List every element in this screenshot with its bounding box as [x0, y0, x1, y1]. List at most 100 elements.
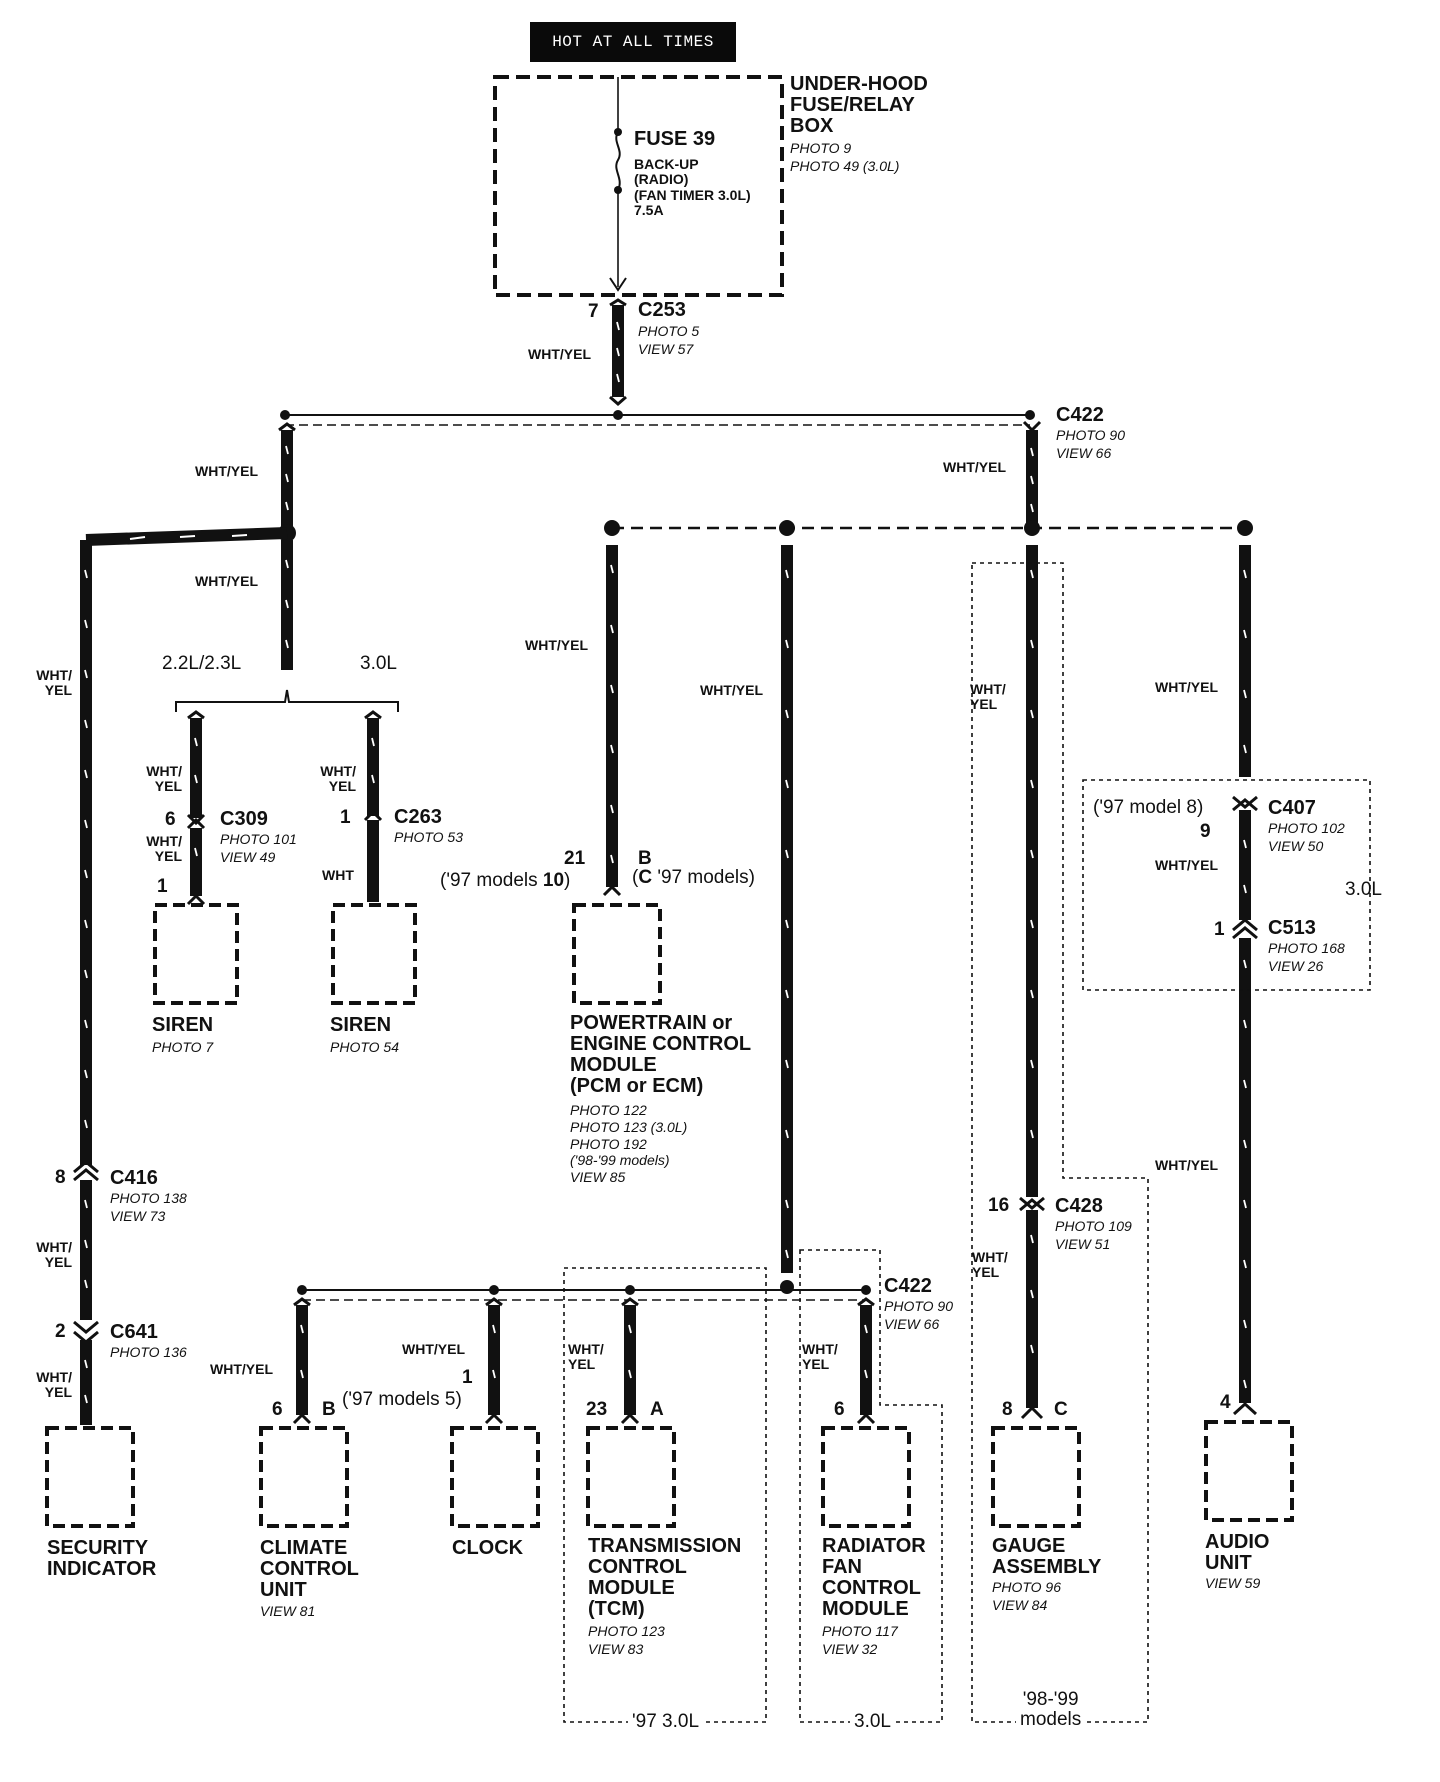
- c309-pin-in: 6: [165, 809, 176, 830]
- siren-1-photo: PHOTO 7: [152, 1039, 214, 1055]
- wire-color-label: WHT/YEL: [36, 1239, 72, 1270]
- wire-color-label: WHT/YEL: [146, 763, 182, 794]
- wire-color-label: WHT/YEL: [210, 1361, 273, 1377]
- tcm-view: VIEW 83: [588, 1641, 644, 1657]
- gauge-pin-letter: C: [1054, 1399, 1068, 1420]
- fuse-box-photo-2: PHOTO 49 (3.0L): [790, 158, 900, 174]
- c428-pin: 16: [988, 1195, 1010, 1216]
- c407-label: C407: [1268, 797, 1316, 819]
- c253-photo: PHOTO 5: [638, 323, 700, 339]
- wire-color-label: WHT/YEL: [972, 1249, 1008, 1280]
- audio-unit-box: [1204, 1420, 1294, 1522]
- wire-color-label: WHT/YEL: [700, 682, 763, 698]
- wire-color-label: WHT/YEL: [1155, 1157, 1218, 1173]
- wire-color-label: WHT/YEL: [146, 833, 182, 864]
- gauge-assembly-box: [991, 1426, 1081, 1528]
- c422-top-view: VIEW 66: [1056, 445, 1112, 461]
- c641-pin: 2: [55, 1321, 66, 1342]
- pcm-box: [572, 903, 662, 1005]
- clock-label: CLOCK: [452, 1537, 524, 1559]
- wire-color-label: WHT/YEL: [525, 637, 588, 653]
- c513-view: VIEW 26: [1268, 958, 1324, 974]
- radfan-pin: 6: [834, 1399, 845, 1420]
- wire-color-label: WHT/YEL: [320, 763, 356, 794]
- wire-color-label: WHT/YEL: [195, 463, 258, 479]
- radfan-option-note: 3.0L: [850, 1712, 895, 1732]
- pcm-label: POWERTRAIN or ENGINE CONTROL MODULE (PCM…: [570, 1012, 752, 1097]
- c641-photo: PHOTO 136: [110, 1344, 187, 1360]
- radfan-photo: PHOTO 117: [822, 1623, 898, 1639]
- gauge-pin: 8: [1002, 1399, 1013, 1420]
- c253-pin: 7: [588, 301, 599, 322]
- security-indicator-box: [45, 1426, 135, 1528]
- c253-view: VIEW 57: [638, 341, 694, 357]
- c263-pin: 1: [340, 807, 351, 828]
- c407-photo: PHOTO 102: [1268, 820, 1345, 836]
- c416-photo: PHOTO 138: [110, 1190, 187, 1206]
- c513-pin: 1: [1214, 919, 1225, 940]
- c422-bottom-view: VIEW 66: [884, 1316, 940, 1332]
- c428-label: C428: [1055, 1195, 1103, 1217]
- fuse-39-details: BACK-UP (RADIO) (FAN TIMER 3.0L) 7.5A: [634, 156, 751, 219]
- c422-bottom-label: C422: [884, 1275, 932, 1297]
- pcm-pin-right-97: (C '97 models): [632, 867, 755, 888]
- wire-color-label: WHT/YEL: [802, 1341, 838, 1372]
- c263-photo: PHOTO 53: [394, 829, 463, 845]
- wire-color-label: WHT: [322, 867, 354, 883]
- gauge-view: VIEW 84: [992, 1597, 1048, 1613]
- tcm-option-note: '97 3.0L: [628, 1712, 704, 1732]
- siren-2-photo: PHOTO 54: [330, 1039, 399, 1055]
- c407-pin-97: ('97 model 8): [1093, 797, 1204, 818]
- c428-photo: PHOTO 109: [1055, 1218, 1132, 1234]
- climate-view: VIEW 81: [260, 1603, 316, 1619]
- pcm-pin-left: 21: [564, 848, 586, 869]
- c309-view: VIEW 49: [220, 849, 276, 865]
- c513-photo: PHOTO 168: [1268, 940, 1345, 956]
- pcm-refs: PHOTO 122 PHOTO 123 (3.0L) PHOTO 192 ('9…: [570, 1102, 688, 1186]
- engine-option-3-0l: 3.0L: [360, 653, 397, 674]
- c641-label: C641: [110, 1321, 158, 1343]
- c407-view: VIEW 50: [1268, 838, 1324, 854]
- pcm-pin-right: B: [638, 848, 652, 869]
- climate-pin-letter: B: [322, 1399, 336, 1420]
- tcm-pin-letter: A: [650, 1399, 664, 1420]
- c407-pin: 9: [1200, 821, 1211, 842]
- wire-color-label: WHT/YEL: [1155, 679, 1218, 695]
- c309-label: C309: [220, 808, 268, 830]
- hot-at-all-times-label: HOT AT ALL TIMES: [530, 22, 736, 62]
- fuse-box-photo-1: PHOTO 9: [790, 140, 852, 156]
- clock-box: [450, 1426, 540, 1528]
- c428-view: VIEW 51: [1055, 1236, 1111, 1252]
- c416-view: VIEW 73: [110, 1208, 166, 1224]
- fuse-39-label: FUSE 39: [634, 128, 716, 150]
- pcm-pin-left-97: ('97 models 10): [440, 870, 571, 891]
- audio-3-0l-label: 3.0L: [1345, 879, 1382, 900]
- fuse-39-symbol: [615, 131, 621, 191]
- engine-option-2-2l-2-3l: 2.2L/2.3L: [162, 653, 242, 674]
- c309-pin-out: 1: [157, 876, 168, 897]
- siren-2-box: [331, 903, 417, 1005]
- audio-pin: 4: [1220, 1392, 1231, 1413]
- wire-color-label: WHT/YEL: [195, 573, 258, 589]
- siren-1-label: SIREN: [152, 1014, 214, 1036]
- gauge-option-outline: [971, 562, 1149, 1723]
- wire-color-label: WHT/YEL: [528, 346, 591, 362]
- radfan-view: VIEW 32: [822, 1641, 878, 1657]
- c416-pin: 8: [55, 1167, 66, 1188]
- tcm-photo: PHOTO 123: [588, 1623, 665, 1639]
- wire-color-label: WHT/YEL: [1155, 857, 1218, 873]
- climate-control-unit-box: [259, 1426, 349, 1528]
- c309-photo: PHOTO 101: [220, 831, 297, 847]
- gauge-photo: PHOTO 96: [992, 1579, 1061, 1595]
- climate-pin: 6: [272, 1399, 283, 1420]
- wire-color-label: WHT/YEL: [36, 667, 72, 698]
- c263-label: C263: [394, 806, 442, 828]
